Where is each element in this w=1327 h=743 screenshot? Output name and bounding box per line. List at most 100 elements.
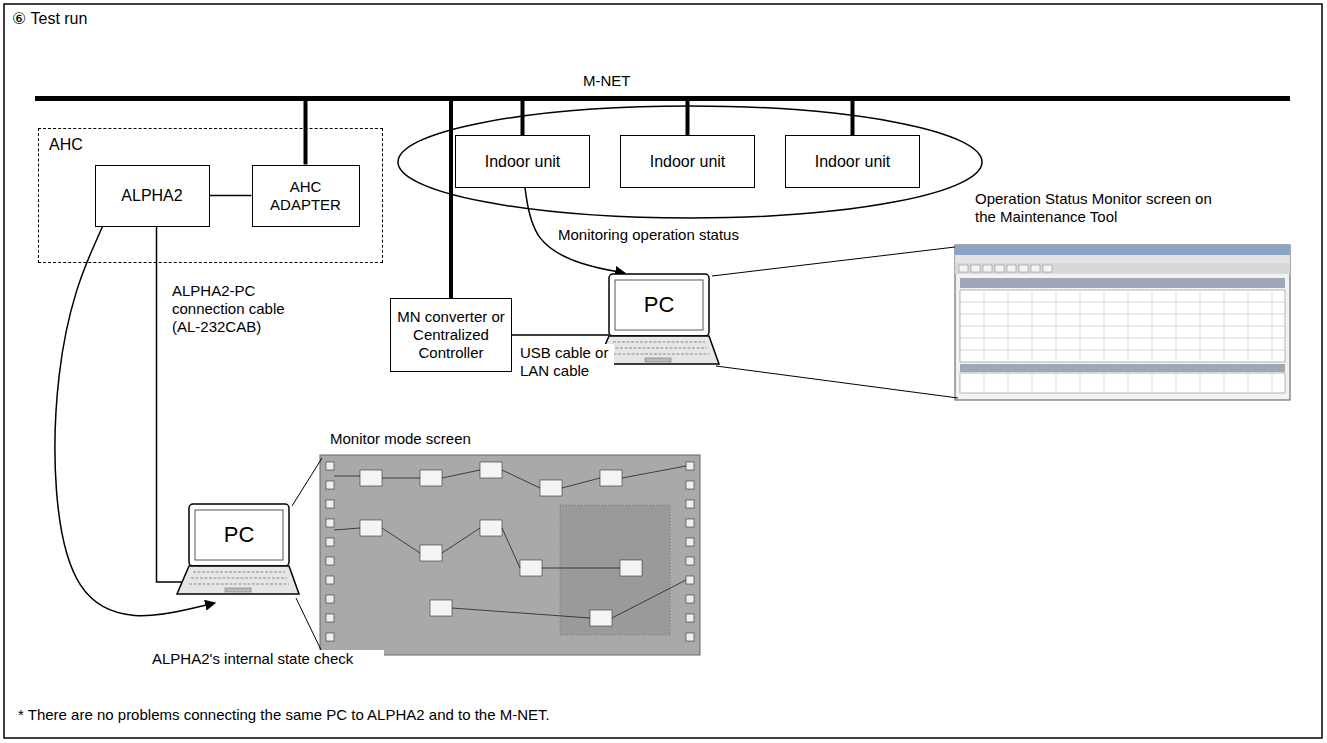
cable-line <box>210 195 252 197</box>
logic-wire <box>542 568 620 569</box>
edge-label: USB cable or LAN cable <box>518 344 614 380</box>
outer-frame <box>4 4 1322 738</box>
input-terminal <box>326 633 334 641</box>
screen-caption: Monitor mode screen <box>330 430 550 448</box>
laptop-outline <box>175 502 300 600</box>
cable-line <box>686 99 690 135</box>
node-label: PC <box>195 510 283 560</box>
screen-caption: Operation Status Monitor screen on the M… <box>975 190 1225 226</box>
toolbar-button <box>959 265 968 272</box>
device-box: MN converter or Centralized Controller <box>390 298 512 372</box>
logic-block <box>420 545 442 561</box>
table-rule <box>1104 290 1105 362</box>
output-terminal <box>686 576 694 584</box>
cable-line <box>851 99 855 135</box>
keyboard-row <box>193 572 285 573</box>
input-terminal <box>326 557 334 565</box>
node-label: Indoor unit <box>485 152 561 171</box>
logic-block <box>360 470 382 486</box>
output-terminal <box>686 557 694 565</box>
node-label: Indoor unit <box>650 152 726 171</box>
input-terminal <box>326 595 334 603</box>
window-title-bar <box>955 245 1290 255</box>
window-menu-bar <box>955 255 1290 263</box>
table-rule <box>960 302 1285 303</box>
table-rule <box>1104 373 1105 393</box>
logic-block <box>360 520 382 536</box>
table-rule <box>1248 373 1249 393</box>
edge-label: ALPHA2's internal state check <box>150 650 384 668</box>
keyboard-row <box>609 354 709 355</box>
toolbar-button <box>971 265 980 272</box>
table-rule <box>1056 290 1057 362</box>
logic-wire <box>622 466 686 478</box>
laptop-base <box>177 566 299 594</box>
output-terminal <box>686 481 694 489</box>
device-box: ALPHA2 <box>95 165 210 227</box>
input-terminal <box>326 576 334 584</box>
logic-wire <box>452 608 590 618</box>
table-rule <box>1152 290 1153 362</box>
logic-block <box>620 560 642 576</box>
toolbar-button <box>1019 265 1028 272</box>
logic-block <box>590 610 612 626</box>
window-toolbar <box>955 263 1290 274</box>
toolbar-button <box>995 265 1004 272</box>
laptop-lid <box>189 504 289 566</box>
node-label: ALPHA2 <box>121 186 182 205</box>
table-rule <box>960 314 1285 315</box>
cable-line <box>157 227 183 583</box>
input-terminal <box>326 614 334 622</box>
device-box: AHC ADAPTER <box>252 165 360 227</box>
laptop-screen <box>615 280 703 330</box>
group-box: AHC ALPHA2 AHC ADAPTER <box>38 128 383 263</box>
table-rule <box>1128 373 1129 393</box>
input-terminal <box>326 500 334 508</box>
logic-wire <box>442 470 480 478</box>
node-label: MN converter or Centralized Controller <box>397 308 505 362</box>
logic-wire <box>334 528 360 530</box>
input-terminal <box>326 538 334 546</box>
table-rule <box>1224 290 1225 362</box>
logic-block <box>600 470 622 486</box>
table-rule <box>1176 373 1177 393</box>
logic-block <box>420 470 442 486</box>
table-rule <box>960 338 1285 339</box>
panel-header <box>960 278 1285 288</box>
device-box: Indoor unit <box>620 135 755 188</box>
logic-block <box>480 520 502 536</box>
table-rule <box>984 373 985 393</box>
logic-wire <box>562 478 600 488</box>
table-rule <box>960 326 1285 327</box>
pc-laptop: PC <box>175 502 300 600</box>
edge-label: ALPHA2-PC connection cable (AL-232CAB) <box>170 282 309 336</box>
touchpad <box>645 358 671 362</box>
table-rule <box>1272 373 1273 393</box>
toolbar-button <box>983 265 992 272</box>
window-frame <box>955 245 1290 400</box>
node-label: AHC <box>49 135 83 154</box>
output-terminal <box>686 519 694 527</box>
input-terminal <box>326 519 334 527</box>
panel-header <box>960 364 1285 372</box>
logic-wire <box>502 528 520 568</box>
screen-ground <box>320 455 700 655</box>
touchpad <box>225 588 251 592</box>
logic-block <box>430 600 452 616</box>
laptop-screen <box>195 510 283 560</box>
table-rule <box>1272 290 1273 362</box>
table-rule <box>1032 373 1033 393</box>
cable-line <box>521 99 525 135</box>
table-rule <box>960 350 1285 351</box>
toolbar-button <box>1031 265 1040 272</box>
table-rule <box>1176 290 1177 362</box>
status-table <box>960 290 1285 362</box>
table-rule <box>1008 373 1009 393</box>
unit-table <box>960 373 1285 393</box>
dotted-area <box>560 505 670 635</box>
leader-line <box>716 366 958 398</box>
logic-block <box>480 462 502 478</box>
